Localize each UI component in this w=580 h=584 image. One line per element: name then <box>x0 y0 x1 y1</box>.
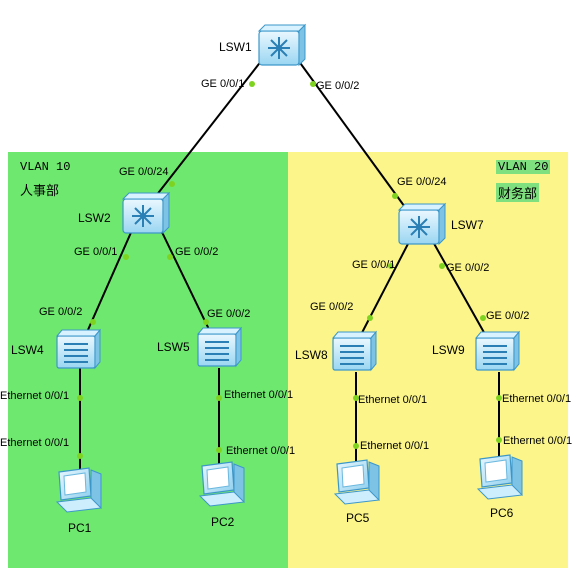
pc-icon <box>198 461 246 507</box>
port-label: Ethernet 0/0/1 <box>226 445 296 457</box>
port-label: Ethernet 0/0/1 <box>360 440 430 452</box>
vlan10-label: VLAN 10 <box>20 160 71 174</box>
device-pc6[interactable]: PC6 <box>490 506 514 520</box>
vlan20-label: VLAN 20 <box>496 160 551 174</box>
layer2-switch-icon <box>331 330 378 372</box>
port-label: Ethernet 0/0/1 <box>503 435 573 447</box>
device-lsw8[interactable]: LSW8 <box>295 348 328 362</box>
port-label: GE 0/0/2 <box>310 301 354 313</box>
port-label: GE 0/0/2 <box>39 306 83 318</box>
port-label: Ethernet 0/0/1 <box>358 394 428 406</box>
port-label: GE 0/0/2 <box>446 262 490 274</box>
port-indicators <box>77 81 502 459</box>
device-pc5[interactable]: PC5 <box>346 511 370 525</box>
device-pc2[interactable]: PC2 <box>211 515 235 529</box>
layer3-switch-icon <box>257 23 307 67</box>
port-label: GE 0/0/1 <box>201 78 245 90</box>
layer2-switch-icon <box>474 330 521 372</box>
device-lsw4[interactable]: LSW4 <box>11 343 44 357</box>
device-lsw9[interactable]: LSW9 <box>432 343 465 357</box>
layer2-switch-icon <box>196 326 243 368</box>
layer3-switch-icon <box>121 191 171 235</box>
port-label: Ethernet 0/0/1 <box>0 390 70 402</box>
pc-icon <box>333 459 381 505</box>
port-label: GE 0/0/1 <box>74 246 118 258</box>
layer3-switch-icon <box>397 202 447 246</box>
device-lsw1[interactable]: LSW1 <box>219 40 252 54</box>
link-lsw1-lsw2 <box>144 59 263 211</box>
device-lsw5[interactable]: LSW5 <box>157 340 190 354</box>
port-label: GE 0/0/2 <box>486 310 530 322</box>
dept-finance-label: 财务部 <box>496 183 540 202</box>
port-label: Ethernet 0/0/1 <box>0 437 70 449</box>
dept-hr-label: 人事部 <box>20 184 60 199</box>
pc-icon <box>55 467 103 513</box>
port-label: Ethernet 0/0/1 <box>224 389 294 401</box>
port-label: GE 0/0/1 <box>352 259 396 271</box>
port-label: GE 0/0/24 <box>119 166 169 178</box>
port-label: Ethernet 0/0/1 <box>502 393 572 405</box>
link-lsw2-lsw4 <box>79 227 134 349</box>
pc-icon <box>476 454 524 500</box>
device-lsw2[interactable]: LSW2 <box>78 211 111 225</box>
device-lsw7[interactable]: LSW7 <box>451 218 484 232</box>
link-lsw1-lsw7 <box>297 59 419 226</box>
port-label: GE 0/0/2 <box>316 80 360 92</box>
device-pc1[interactable]: PC1 <box>68 521 92 535</box>
port-label: GE 0/0/24 <box>397 176 447 188</box>
port-label: GE 0/0/2 <box>175 246 219 258</box>
port-label: GE 0/0/2 <box>207 308 251 320</box>
layer2-switch-icon <box>55 328 102 370</box>
